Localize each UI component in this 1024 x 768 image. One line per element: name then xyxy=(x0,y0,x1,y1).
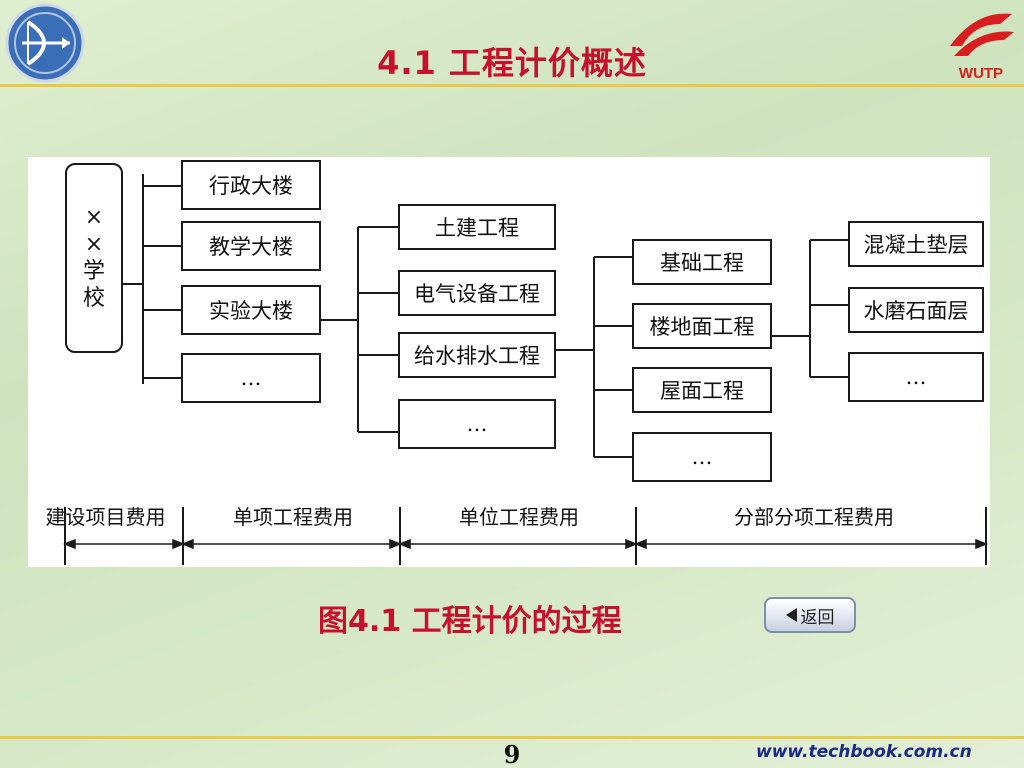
item-box: … xyxy=(848,352,984,402)
root-char: 校 xyxy=(82,286,105,311)
cost-level-label: 单项工程费用 xyxy=(233,505,353,529)
page-number: 9 xyxy=(503,740,521,768)
diagram-connectors xyxy=(62,174,989,565)
cost-process-diagram: × × 学 校 行政大楼 教学大楼 实验大楼 … 土建工程 电气设备工程 给水排… xyxy=(28,157,990,567)
figure-caption: 图4.1 工程计价的过程 xyxy=(318,604,622,639)
building-box: 行政大楼 xyxy=(181,160,321,210)
back-button[interactable]: 返回 xyxy=(764,597,856,633)
footer-divider xyxy=(0,736,1024,739)
root-char: 学 xyxy=(82,259,105,284)
header-divider xyxy=(0,84,1024,87)
unit-project-box: … xyxy=(398,399,556,449)
root-char: × xyxy=(84,205,104,230)
archer-logo-icon xyxy=(5,3,85,83)
page-title: 4.1 工程计价概述 xyxy=(377,44,647,82)
publisher-logo-text: WUTP xyxy=(959,65,1003,82)
root-char: × xyxy=(84,232,104,257)
unit-project-box: 给水排水工程 xyxy=(398,332,556,378)
back-button-label: 返回 xyxy=(800,607,835,628)
cost-level-label: 建设项目费用 xyxy=(45,505,166,529)
item-box: 水磨石面层 xyxy=(848,287,984,333)
cost-level-label: 分部分项工程费用 xyxy=(734,505,894,529)
building-box: 实验大楼 xyxy=(181,285,321,335)
website-url: www.techbook.com.cn xyxy=(756,742,972,762)
root-school-box: × × 学 校 xyxy=(65,163,123,353)
unit-project-box: 电气设备工程 xyxy=(398,270,556,316)
division-box: 基础工程 xyxy=(632,239,772,285)
back-arrow-icon xyxy=(785,608,797,622)
item-box: 混凝土垫层 xyxy=(848,221,984,267)
cost-level-label: 单位工程费用 xyxy=(459,505,579,529)
unit-project-box: 土建工程 xyxy=(398,204,556,250)
division-box: … xyxy=(632,432,772,482)
building-box: … xyxy=(181,353,321,403)
building-box: 教学大楼 xyxy=(181,221,321,271)
publisher-logo-icon: WUTP xyxy=(950,13,1014,82)
division-box: 屋面工程 xyxy=(632,367,772,413)
division-box: 楼地面工程 xyxy=(632,303,772,349)
